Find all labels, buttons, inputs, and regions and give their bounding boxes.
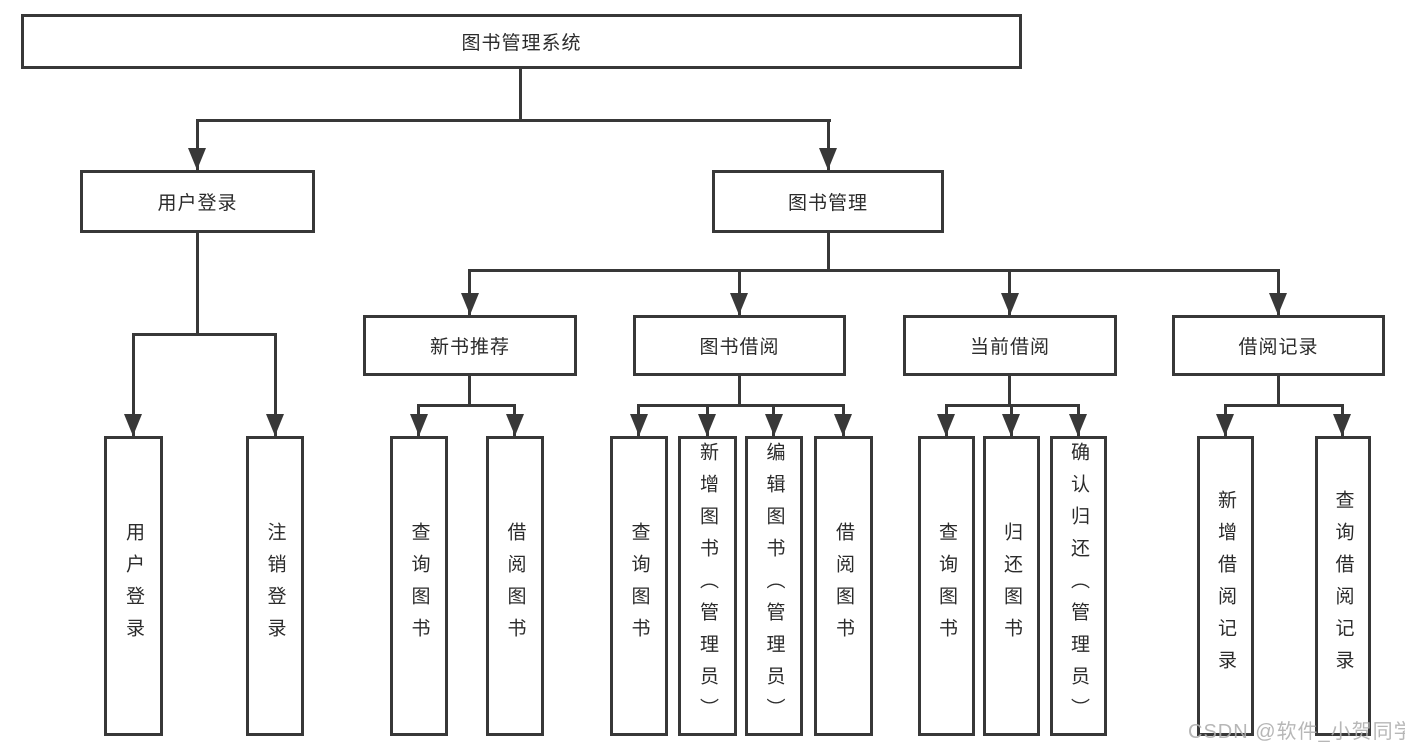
- connector-line: [519, 69, 522, 121]
- leaf-label: 新增借阅记录: [1215, 490, 1236, 682]
- arrow-down-icon: [266, 414, 284, 436]
- leaf-borrowing-borrow-book: 借阅图书: [814, 436, 873, 736]
- leaf-add-book-admin: 新增图书（管理员）: [678, 436, 737, 736]
- node-label: 借阅记录: [1238, 337, 1319, 358]
- arrow-down-icon: [124, 414, 142, 436]
- leaf-add-borrow-record: 新增借阅记录: [1197, 436, 1254, 736]
- arrow-down-icon: [1333, 414, 1351, 436]
- connector-line: [196, 119, 199, 170]
- connector-line: [132, 333, 277, 336]
- connector-line: [827, 233, 830, 271]
- connector-line: [274, 333, 277, 436]
- node-label: 图书管理: [787, 193, 868, 214]
- leaf-label: 用户登录: [123, 522, 144, 650]
- connector-line: [196, 233, 199, 336]
- leaf-label: 借阅图书: [504, 522, 526, 650]
- arrow-down-icon: [765, 414, 783, 436]
- leaf-user-login: 用户登录: [104, 436, 163, 736]
- arrow-down-icon: [937, 414, 955, 436]
- arrow-down-icon: [630, 414, 648, 436]
- leaf-logout: 注销登录: [246, 436, 304, 736]
- leaf-return-book: 归还图书: [983, 436, 1040, 736]
- arrow-down-icon: [461, 293, 479, 315]
- leaf-current-query-book: 查询图书: [918, 436, 975, 736]
- connector-line: [468, 269, 471, 315]
- node-label: 图书管理系统: [461, 33, 582, 54]
- connector-line: [1224, 404, 1343, 407]
- arrow-down-icon: [410, 414, 428, 436]
- leaf-label: 查询图书: [408, 522, 430, 650]
- connector-line: [1008, 269, 1011, 315]
- csdn-watermark: CSDN @软件_小贺同学: [1188, 721, 1405, 743]
- node-label: 图书借阅: [699, 337, 780, 358]
- leaf-label: 借阅图书: [833, 522, 854, 650]
- node-label: 用户登录: [157, 193, 238, 214]
- arrow-down-icon: [1269, 293, 1287, 315]
- arrow-down-icon: [1001, 293, 1019, 315]
- leaf-confirm-return-admin: 确认归还（管理员）: [1050, 436, 1107, 736]
- connector-line: [196, 119, 831, 122]
- node-book-borrowing: 图书借阅: [633, 315, 846, 376]
- arrow-down-icon: [188, 148, 206, 170]
- leaf-label: 注销登录: [264, 522, 286, 650]
- leaf-borrowing-query-book: 查询图书: [610, 436, 668, 736]
- arrow-down-icon: [1069, 414, 1087, 436]
- leaf-label: 归还图书: [1001, 522, 1022, 650]
- node-label: 当前借阅: [969, 337, 1050, 358]
- node-label: 新书推荐: [429, 337, 510, 358]
- leaf-label: 查询图书: [628, 522, 650, 650]
- node-borrowing-records: 借阅记录: [1172, 315, 1385, 376]
- arrow-down-icon: [1216, 414, 1234, 436]
- arrow-down-icon: [819, 148, 837, 170]
- arrow-down-icon: [730, 293, 748, 315]
- connector-line: [738, 269, 741, 315]
- leaf-recommend-query-book: 查询图书: [390, 436, 448, 736]
- leaf-query-borrow-record: 查询借阅记录: [1315, 436, 1371, 736]
- connector-line: [827, 119, 830, 170]
- leaf-label: 查询图书: [936, 522, 957, 650]
- connector-line: [738, 376, 741, 406]
- node-new-book-recommend: 新书推荐: [363, 315, 577, 376]
- arrow-down-icon: [834, 414, 852, 436]
- node-user-login: 用户登录: [80, 170, 315, 233]
- connector-line: [1277, 376, 1280, 406]
- leaf-recommend-borrow-book: 借阅图书: [486, 436, 544, 736]
- node-current-borrowing: 当前借阅: [903, 315, 1117, 376]
- leaf-label: 新增图书（管理员）: [697, 442, 718, 730]
- connector-line: [132, 333, 135, 436]
- connector-line: [417, 404, 516, 407]
- arrow-down-icon: [1002, 414, 1020, 436]
- leaf-label: 编辑图书（管理员）: [763, 442, 785, 730]
- arrow-down-icon: [506, 414, 524, 436]
- leaf-label: 查询借阅记录: [1332, 490, 1354, 682]
- arrow-down-icon: [698, 414, 716, 436]
- connector-line: [468, 376, 471, 406]
- connector-line: [468, 269, 1280, 272]
- node-book-management: 图书管理: [712, 170, 944, 233]
- leaf-edit-book-admin: 编辑图书（管理员）: [745, 436, 803, 736]
- node-book-management-system: 图书管理系统: [21, 14, 1022, 69]
- connector-line: [637, 404, 845, 407]
- leaf-label: 确认归还（管理员）: [1068, 442, 1089, 730]
- connector-line: [1008, 376, 1011, 406]
- connector-line: [1277, 269, 1280, 315]
